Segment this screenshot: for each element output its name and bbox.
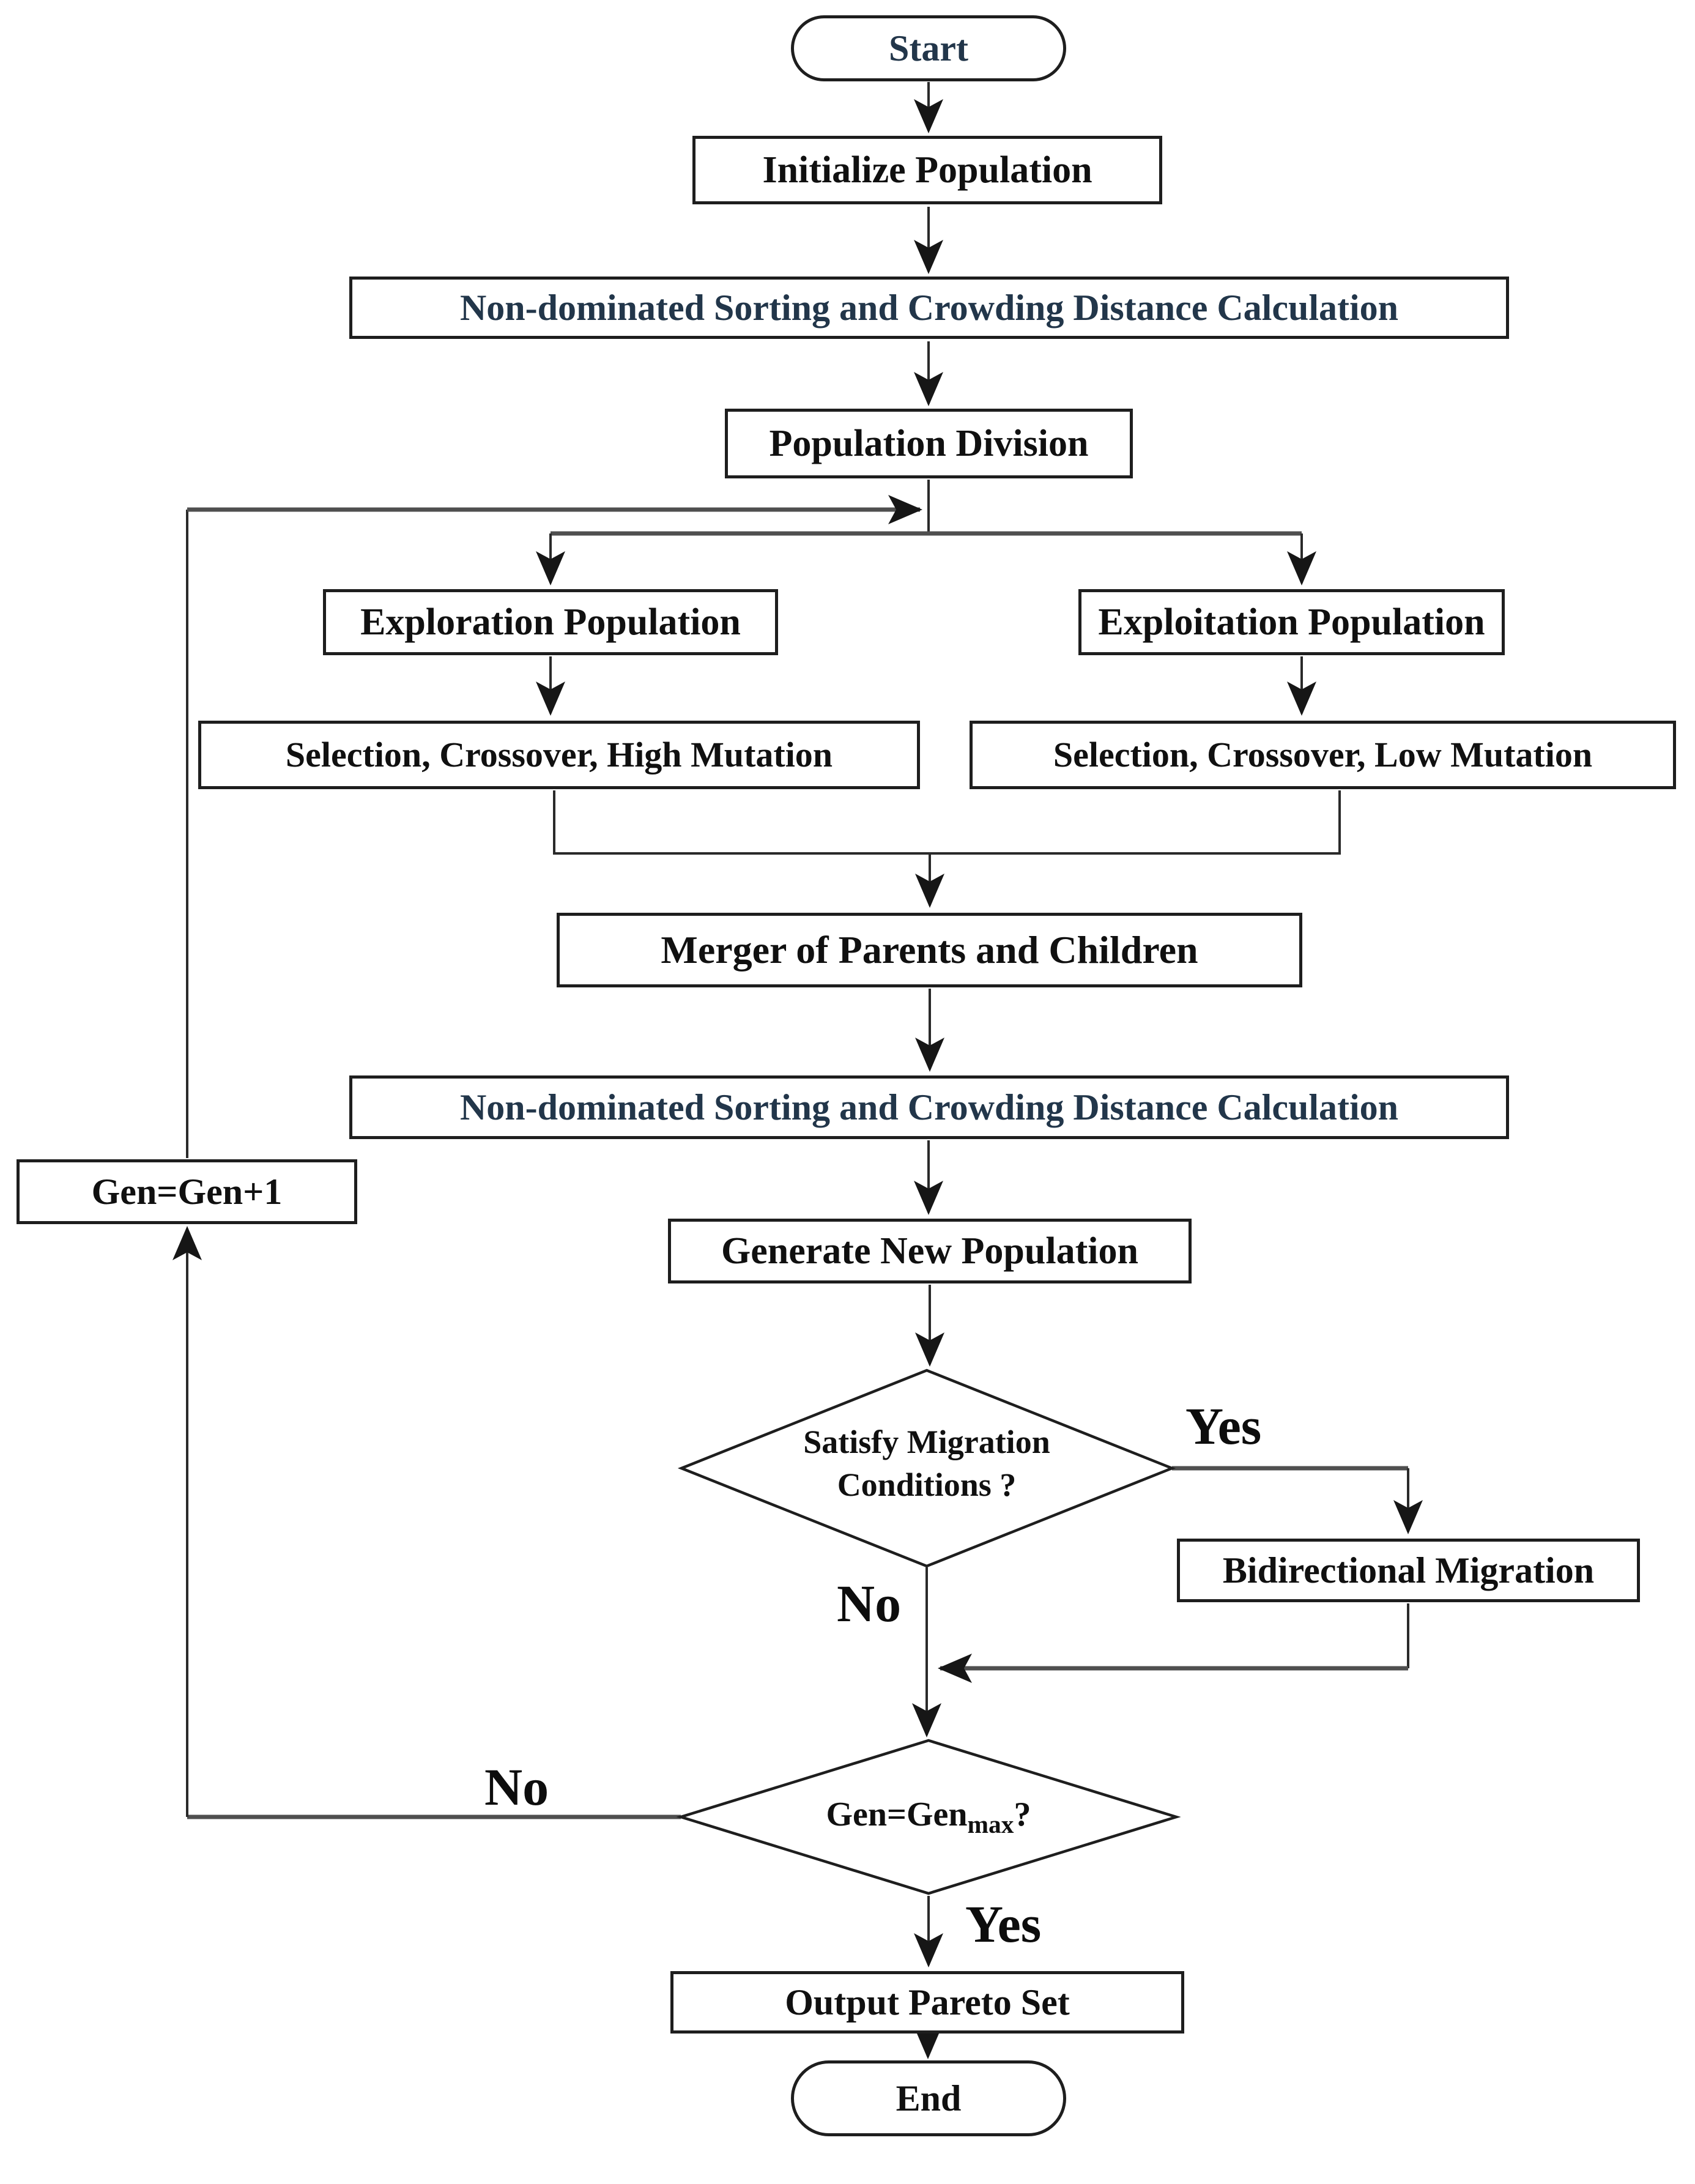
node-gen-increment: Gen=Gen+1 xyxy=(17,1159,357,1224)
node-output-pareto-set: Output Pareto Set xyxy=(670,1971,1184,2034)
edge-label-no-migration: No xyxy=(837,1574,902,1633)
node-nondominated-sorting-2: Non-dominated Sorting and Crowding Dista… xyxy=(349,1075,1509,1139)
node-nondominated-sorting-1: Non-dominated Sorting and Crowding Dista… xyxy=(349,277,1509,339)
node-merger-parents-children: Merger of Parents and Children xyxy=(557,913,1302,987)
decision-genmax-subscript: max xyxy=(967,1810,1014,1838)
decision-genmax-pre: Gen=Gen xyxy=(826,1796,968,1833)
node-bidirectional-migration: Bidirectional Migration xyxy=(1177,1539,1640,1602)
node-exploration-population: Exploration Population xyxy=(323,589,778,655)
decision-migration-line2: Conditions ? xyxy=(837,1466,1017,1504)
node-selection-low-mutation: Selection, Crossover, Low Mutation xyxy=(970,721,1676,789)
node-initialize-population: Initialize Population xyxy=(692,136,1162,204)
edge-label-no-genmax: No xyxy=(484,1758,549,1816)
node-start: Start xyxy=(791,15,1066,81)
edge-merge-bar xyxy=(553,790,1341,855)
decision-genmax-label: Gen=Genmax? xyxy=(745,1792,1112,1838)
edge-label-yes-migration: Yes xyxy=(1185,1397,1262,1455)
decision-migration-line1: Satisfy Migration xyxy=(803,1424,1050,1460)
edge-label-yes-genmax: Yes xyxy=(965,1895,1042,1953)
decision-diamond-genmax xyxy=(676,1739,1181,1895)
node-selection-high-mutation: Selection, Crossover, High Mutation xyxy=(198,721,920,789)
node-population-division: Population Division xyxy=(725,409,1133,478)
decision-genmax-post: ? xyxy=(1014,1796,1031,1833)
node-generate-new-population: Generate New Population xyxy=(668,1219,1192,1283)
decision-diamond-migration xyxy=(677,1369,1176,1568)
decision-migration-label: Satisfy Migration Conditions ? xyxy=(743,1421,1110,1506)
node-end: End xyxy=(791,2060,1066,2136)
node-exploitation-population: Exploitation Population xyxy=(1078,589,1505,655)
